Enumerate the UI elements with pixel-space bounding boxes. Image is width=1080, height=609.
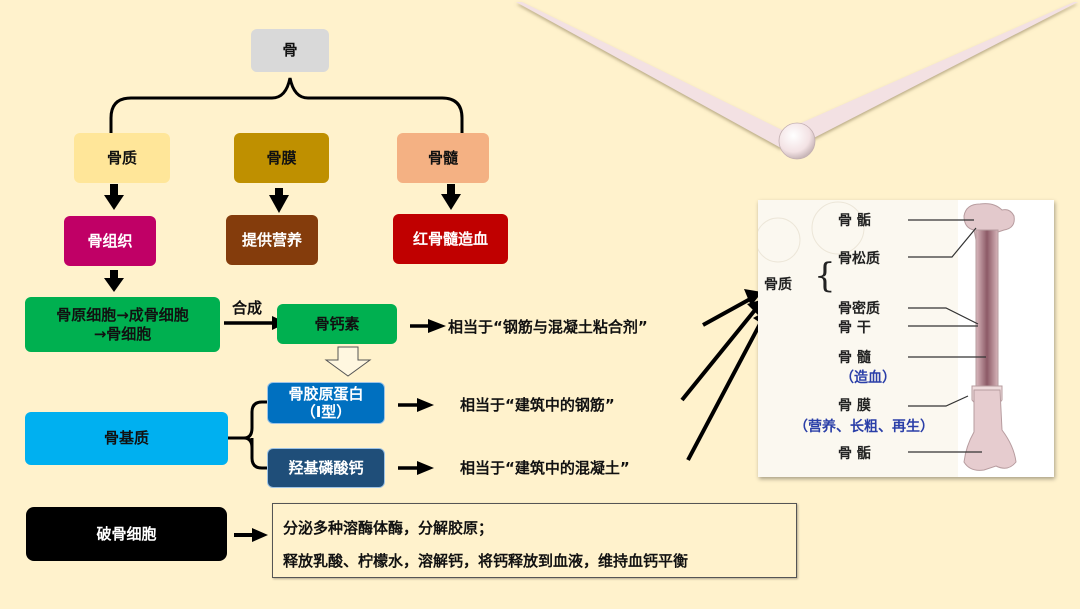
label-marrow: 骨 髓 [838,350,871,366]
label-epiphysis-top: 骨 骺 [838,213,871,229]
node-red-marrow: 红骨髓造血 [393,214,508,264]
bone-cells-line2: →骨细胞 [93,324,152,343]
label-compact-bone: 骨密质 [838,301,880,317]
node-collagen: 骨胶原蛋白 （I型） [267,382,385,424]
collagen-line2: （I型） [300,403,352,421]
osteoclast-desc-line2: 释放乳酸、柠檬水，溶解钙，将钙释放到血液，维持血钙平衡 [283,552,689,570]
label-periosteum-note: （营养、长粗、再生） [794,419,934,435]
femur-illustration [755,200,1054,477]
collagen-analogy: 相当于“建筑中的钢筋” [460,396,615,414]
bone-cells-line1: 骨原细胞→成骨细胞 [56,305,189,324]
brace-bone-substance: { [814,256,836,296]
collagen-line1: 骨胶原蛋白 [288,385,364,403]
label-marrow-note: （造血） [840,370,896,386]
node-periosteum: 骨膜 [234,133,329,183]
osteoclast-description: 分泌多种溶酶体酶，分解胶原； 释放乳酸、柠檬水，溶解钙，将钙释放到血液，维持血钙… [272,503,797,578]
node-bone-root: 骨 [251,29,329,72]
osteocalcin-analogy: 相当于“钢筋与混凝土粘合剂” [448,318,648,336]
label-epiphysis-bottom: 骨 骺 [838,446,871,462]
label-spongy-bone: 骨松质 [838,251,880,267]
label-bone-substance: 骨质 [764,277,792,293]
label-diaphysis: 骨 干 [838,320,871,336]
node-bone-tissue: 骨组织 [64,216,156,266]
node-bone-substance: 骨质 [74,133,170,183]
node-osteoclast: 破骨细胞 [26,507,227,561]
node-bone-matrix: 骨基质 [25,412,228,465]
hydroxyapatite-analogy: 相当于“建筑中的混凝土” [460,459,630,477]
node-bone-cells: 骨原细胞→成骨细胞 →骨细胞 [25,297,220,352]
node-hydroxyapatite: 羟基磷酸钙 [267,448,385,488]
label-periosteum: 骨 膜 [838,398,871,414]
osteoclast-desc-line1: 分泌多种溶酶体酶，分解胶原； [283,519,494,537]
node-bone-marrow: 骨髓 [397,133,489,183]
node-nutrition: 提供营养 [226,215,318,265]
synthesis-label: 合成 [232,299,263,317]
bone-figure: 骨 骺 骨松质 骨质 { 骨密质 骨 干 骨 髓 （造血） 骨 膜 （营养、长粗… [755,200,1054,477]
node-osteocalcin: 骨钙素 [277,304,397,344]
